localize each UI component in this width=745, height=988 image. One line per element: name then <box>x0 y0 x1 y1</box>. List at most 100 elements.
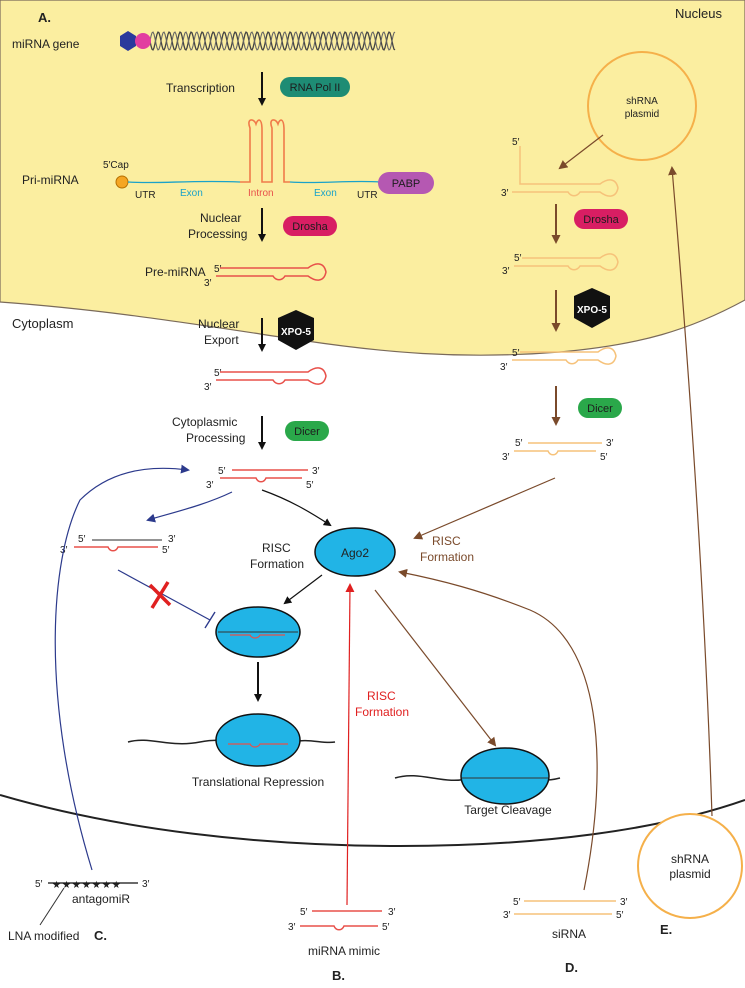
cleavage-ribosome <box>460 747 550 805</box>
dicer-label-left: Dicer <box>294 426 320 438</box>
pre-mirna-hairpin <box>216 263 327 281</box>
promoter-hexagon-icon <box>120 31 136 51</box>
dicer-badge-left <box>285 421 329 441</box>
utr-left-label: UTR <box>135 190 156 201</box>
drosha-label-right: Drosha <box>583 214 619 226</box>
antagomir-duplex-3prime-top: 3′ <box>168 534 176 545</box>
xpo5-label-right: XPO-5 <box>577 305 607 316</box>
nuclear-processing-label-1: Nuclear <box>200 211 241 225</box>
dicer-badge-right <box>578 398 622 418</box>
nuclear-export-label-1: Nuclear <box>198 317 239 331</box>
shrna-hairpin-1 <box>512 146 619 197</box>
nuclear-processing-label-2: Processing <box>188 227 247 241</box>
shrna-hp2-3prime: 3′ <box>502 266 510 277</box>
lna-pointer <box>39 887 65 926</box>
exon-left-label: Exon <box>180 188 203 199</box>
panel-label-b: B. <box>332 968 345 983</box>
inhibition-line <box>117 569 211 621</box>
shrna-top-label-1: shRNA <box>626 96 658 107</box>
duplex-bottom-strand <box>220 477 302 483</box>
pre-mirna-3prime: 3′ <box>204 278 212 289</box>
antagomir-duplex-5prime-bottom: 5′ <box>162 545 170 556</box>
nucleus-label: Nucleus <box>675 6 722 21</box>
shrna-bottom-label-1: shRNA <box>671 852 709 866</box>
cap-icon <box>115 175 129 189</box>
lna-modified-label: LNA modified <box>8 929 79 943</box>
pri-mirna-strand-left <box>127 180 241 184</box>
cytoplasm-label: Cytoplasm <box>12 316 73 331</box>
promoter-circle-icon <box>135 33 151 49</box>
shrna-hp1-5prime: 5′ <box>512 137 520 148</box>
repression-ribosome-bottom <box>215 713 301 767</box>
drosha-badge-left <box>283 216 337 236</box>
ago2-complex <box>314 527 396 577</box>
duplex-to-antagomir-arrow <box>146 491 233 523</box>
pabp-badge <box>378 172 434 194</box>
plasmid-to-hairpin-arrow <box>558 134 604 170</box>
panel-label-e: E. <box>660 922 672 937</box>
panel-label-a: A. <box>38 10 51 25</box>
shrna-plasmid-bottom <box>637 813 743 919</box>
pri-mirna-hairpin <box>240 119 290 183</box>
risc-formation-left-2: Formation <box>250 557 304 571</box>
plasmid-to-nucleus-arrow <box>668 166 713 817</box>
antagomir-3prime: 3′ <box>142 879 150 890</box>
sirna-label: siRNA <box>552 927 586 941</box>
drosha-badge-right <box>574 209 628 229</box>
shrna-hp2-5prime: 5′ <box>514 253 522 264</box>
pre-mirna-5prime: 5′ <box>214 264 222 275</box>
pri-mirna-label: Pri-miRNA <box>22 173 79 187</box>
sirna-3prime-top: 3′ <box>620 897 628 908</box>
cell-membrane <box>0 794 745 848</box>
exported-3prime: 3′ <box>204 382 212 393</box>
pabp-label: PABP <box>392 178 421 190</box>
antagomir-label: antagomiR <box>72 892 130 906</box>
sirna-3prime: 3′ <box>503 910 511 921</box>
sirna-5prime: 5′ <box>513 897 521 908</box>
exon-right-label: Exon <box>314 188 337 199</box>
risc-formation-red-2: Formation <box>355 705 409 719</box>
shrna-hairpin-2 <box>514 253 619 271</box>
inhibition-cross-2 <box>150 581 170 609</box>
exported-pre-mirna <box>216 367 327 385</box>
mimic-bottom-strand <box>300 925 378 931</box>
shrna-hairpin-3 <box>512 347 617 365</box>
sirna-5prime-bottom: 5′ <box>616 910 624 921</box>
shrna-hp3-3prime: 3′ <box>500 362 508 373</box>
shrna-to-ago2-arrow <box>413 477 556 540</box>
xpo5-label-left: XPO-5 <box>281 327 311 338</box>
shrna-plasmid-top <box>587 51 697 161</box>
mimic-3prime-top: 3′ <box>388 907 396 918</box>
mimic-to-ago2-arrow <box>345 583 355 906</box>
mimic-5prime: 5′ <box>300 907 308 918</box>
pri-mirna-strand-right <box>289 180 381 184</box>
duplex-to-ago2-arrow <box>261 489 332 527</box>
sirna-to-ago2-arrow <box>398 568 598 891</box>
antagomir-target-strand <box>74 546 158 552</box>
mimic-label: miRNA mimic <box>308 944 380 958</box>
risc-formation-right-2: Formation <box>420 550 474 564</box>
panel-label-d: D. <box>565 960 578 975</box>
cyto-processing-label-1: Cytoplasmic <box>172 415 237 429</box>
target-cleavage-label: Target Cleavage <box>464 803 552 817</box>
nuclear-export-label-2: Export <box>204 333 239 347</box>
exported-5prime: 5′ <box>214 368 222 379</box>
antagomir-lna-stars: ★★★★★★★ <box>52 880 122 891</box>
shrna-bottom-label-2: plasmid <box>669 867 710 881</box>
risc-formation-red-1: RISC <box>367 689 396 703</box>
inhibition-bar <box>204 611 216 629</box>
duplex-5prime-right: 5′ <box>306 480 314 491</box>
dicer-label-right: Dicer <box>587 403 613 415</box>
ago2-label: Ago2 <box>341 546 369 560</box>
risc-to-repression-arrow <box>283 574 323 605</box>
shrna-duplex-3prime: 3′ <box>502 452 510 463</box>
shrna-hp3-5prime: 5′ <box>512 348 520 359</box>
xpo5-hexagon-left <box>278 310 314 350</box>
shrna-duplex-3prime-top: 3′ <box>606 438 614 449</box>
cyto-processing-label-2: Processing <box>186 431 245 445</box>
translational-repression-label: Translational Repression <box>192 775 324 789</box>
rna-pol-ii-badge <box>280 77 350 97</box>
dna-helix <box>149 31 396 51</box>
risc-formation-left-1: RISC <box>262 541 291 555</box>
